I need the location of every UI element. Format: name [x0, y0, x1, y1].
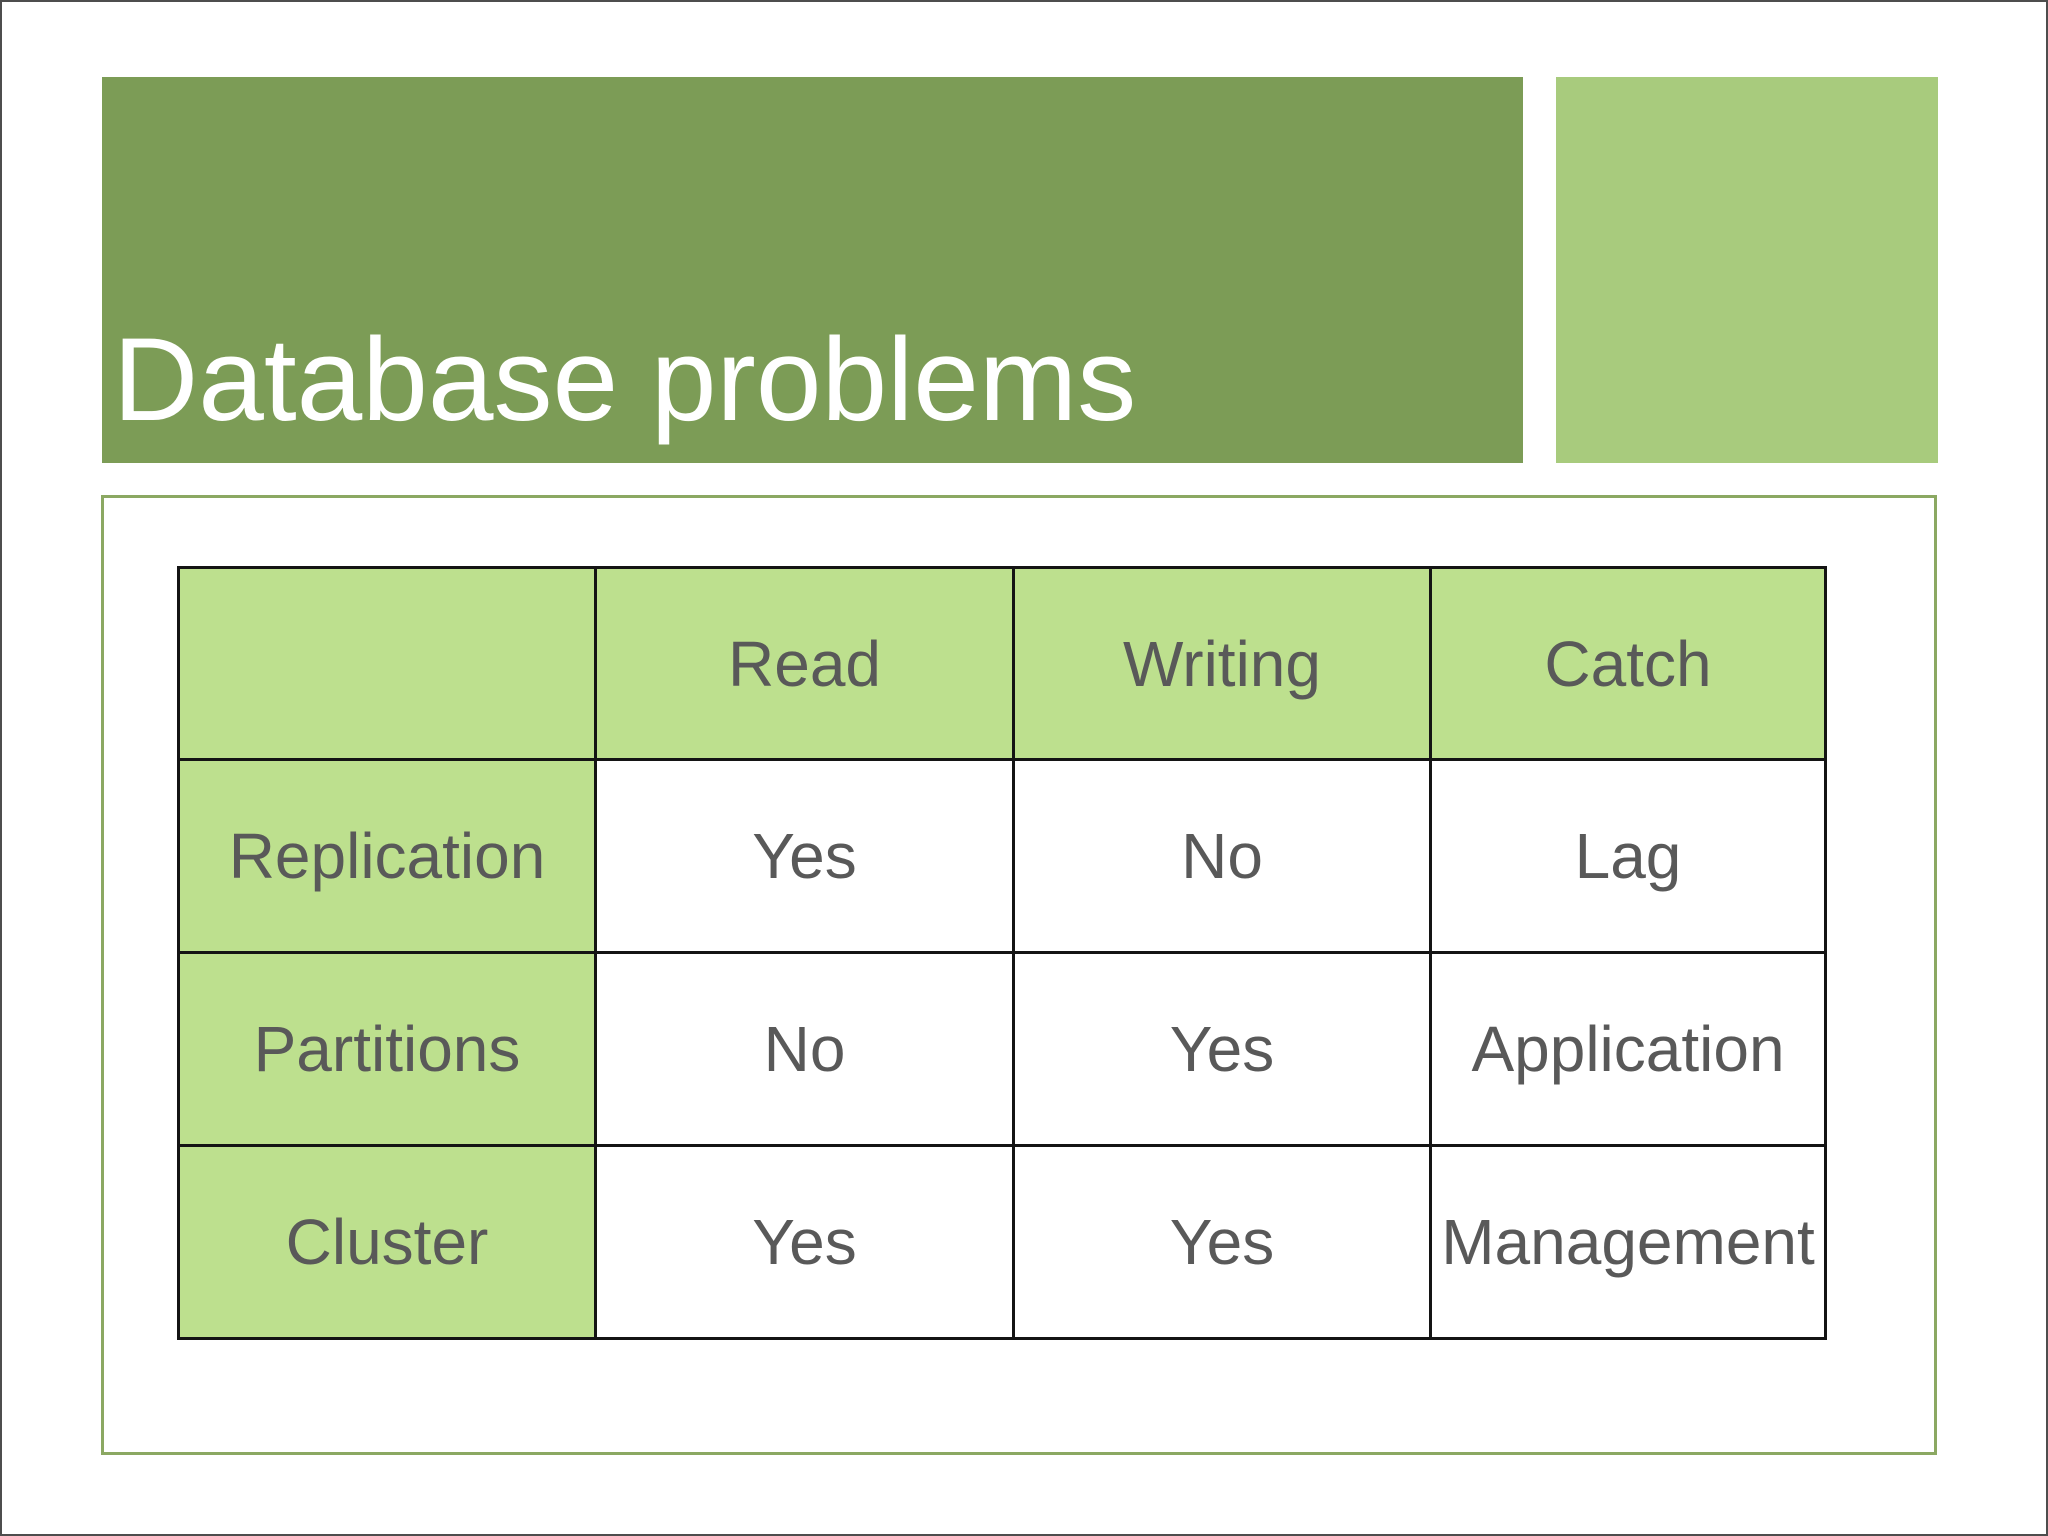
table-row-cluster: Cluster Yes Yes Management	[177, 1144, 1827, 1340]
cell-replication-read: Yes	[594, 758, 1015, 954]
column-header-catch: Catch	[1429, 566, 1827, 761]
slide-title: Database problems	[113, 314, 1137, 446]
table-corner-cell	[177, 566, 597, 761]
cell-replication-catch: Lag	[1429, 758, 1827, 954]
cell-cluster-writing: Yes	[1012, 1144, 1432, 1340]
column-header-writing: Writing	[1012, 566, 1432, 761]
title-banner: Database problems	[102, 77, 1523, 463]
table-row-partitions: Partitions No Yes Application	[177, 951, 1827, 1147]
table-header-row: Read Writing Catch	[177, 566, 1827, 761]
cell-cluster-catch: Management	[1429, 1144, 1827, 1340]
row-label-partitions: Partitions	[177, 951, 597, 1147]
table-row-replication: Replication Yes No Lag	[177, 758, 1827, 954]
cell-partitions-writing: Yes	[1012, 951, 1432, 1147]
accent-square	[1556, 77, 1938, 463]
row-label-replication: Replication	[177, 758, 597, 954]
content-panel: Read Writing Catch Replication Yes No La…	[101, 495, 1937, 1455]
cell-partitions-read: No	[594, 951, 1015, 1147]
column-header-read: Read	[594, 566, 1015, 761]
database-problems-table: Read Writing Catch Replication Yes No La…	[177, 566, 1827, 1340]
cell-cluster-read: Yes	[594, 1144, 1015, 1340]
row-label-cluster: Cluster	[177, 1144, 597, 1340]
cell-replication-writing: No	[1012, 758, 1432, 954]
cell-partitions-catch: Application	[1429, 951, 1827, 1147]
